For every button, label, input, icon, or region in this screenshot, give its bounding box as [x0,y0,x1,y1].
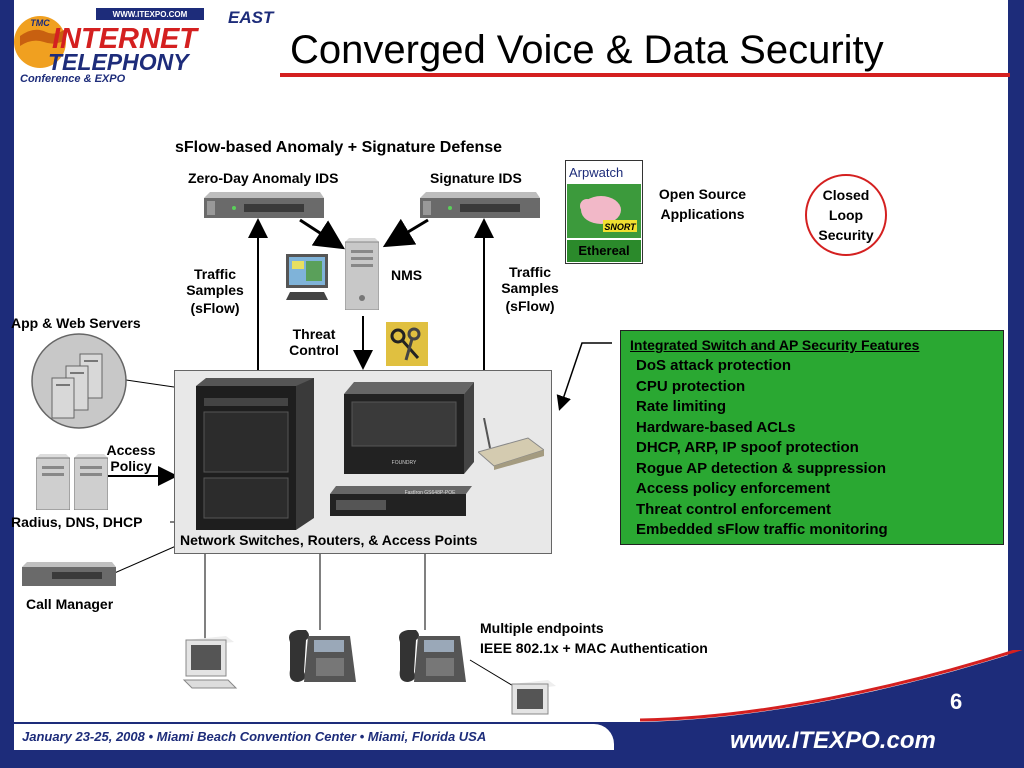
feature-item: Embedded sFlow traffic monitoring [636,521,888,538]
logo-line1: INTERNET [52,23,199,55]
security-features-box [620,330,1004,545]
threat-control-line2: Control [289,342,339,358]
endpoints-line1: Multiple endpoints [480,620,604,636]
keys-icon [386,322,428,366]
logo-url: WWW.ITEXPO.COM [113,10,188,19]
footer-wave [640,650,1024,730]
stackable-switch: FastIron GS648P-POE [330,486,472,516]
closed-loop-circle [805,174,887,256]
logo-region: EAST [228,8,275,27]
access-policy-line2: Policy [110,458,152,474]
access-policy-line1: Access [106,442,156,458]
itexpo-logo: WWW.ITEXPO.COM EAST TMC INTERNET TELEPHO… [14,8,275,84]
app-web-servers-icon [31,333,127,429]
page-number: 6 [950,689,963,714]
security-features-heading: Integrated Switch and AP Security Featur… [630,337,920,353]
traffic-right-line1: Traffic [508,264,551,280]
app-web-servers-label: App & Web Servers [11,315,141,331]
feature-item: Rate limiting [636,398,727,415]
snort-label: SNORT [604,222,637,232]
logo-line2: TELEPHONY [48,49,191,75]
foundry-label: FOUNDRY [392,460,417,466]
feature-item: Threat control enforcement [636,500,832,518]
zero-day-ids-label: Zero-Day Anomaly IDS [188,170,339,186]
nms-server-tower-icon [345,238,379,310]
radius-dns-dhcp-label: Radius, DNS, DHCP [11,514,143,530]
logo-badge: TMC [30,18,50,28]
logo-line3: Conference & EXPO [20,73,126,84]
pc-endpoint-icon-2 [511,680,556,715]
signature-ids-label: Signature IDS [430,170,522,186]
footer-text: January 23-25, 2008 • Miami Beach Conven… [22,729,487,744]
traffic-left-line3: (sFlow) [190,300,240,316]
closed-loop-line1: Closed [822,187,870,203]
zero-day-ids-server [204,192,324,218]
footer-strip [14,724,614,750]
signature-ids-server [420,192,540,218]
footer-url[interactable]: www.ITEXPO.com [730,727,936,754]
feature-item: DoS attack protection [636,357,792,374]
open-source-line2: Applications [660,206,745,222]
page-title: Converged Voice & Data Security [290,28,884,72]
feature-item: DHCP, ARP, IP spoof protection [636,439,859,456]
zero-day-to-nms-arrow [299,218,346,250]
nms-label: NMS [391,267,423,283]
title-rule [280,73,1010,77]
equipment-caption: Network Switches, Routers, & Access Poin… [180,532,478,548]
traffic-left-line1: Traffic [193,266,236,282]
nms-monitor-icon [286,254,328,300]
access-point-icon [478,418,544,470]
call-manager-server [22,562,116,586]
radius-server-icon-1 [36,454,70,510]
call-manager-label: Call Manager [26,596,114,612]
radius-server-icon-2 [74,454,108,510]
feature-item: Access policy enforcement [636,480,831,497]
feature-item: Hardware-based ACLs [636,418,796,436]
arpwatch-label: Arpwatch [569,165,624,180]
closed-loop-line3: Security [818,227,874,243]
switch-model-label: FastIron GS648P-POE [405,490,457,496]
ethereal-label: Ethereal [567,240,641,262]
signature-to-nms-arrow [382,218,429,248]
traffic-right-line2: Samples [501,280,559,296]
security-features-list: DoS attack protection CPU protection Rat… [636,356,888,541]
open-source-line1: Open Source [658,186,747,202]
chassis-switch-medium: FOUNDRY [344,382,474,474]
feature-item: CPU protection [636,377,746,395]
snort-pig-icon: SNORT [567,184,641,238]
endpoints-line2: IEEE 802.1x + MAC Authentication [480,640,708,656]
pc-endpoint-icon [182,636,238,689]
traffic-right-line3: (sFlow) [505,298,555,314]
closed-loop-line2: Loop [828,207,864,223]
slide-left-border [0,0,14,768]
feature-item: Rogue AP detection & suppression [636,459,887,477]
ip-phone-icon-1 [289,630,356,682]
threat-control-line1: Threat [292,326,336,342]
ip-phone-icon-2 [399,630,466,682]
features-pointer-arrow [556,342,612,411]
slide-right-border [1008,0,1024,768]
chassis-switch-large [196,378,314,530]
traffic-left-line2: Samples [186,282,244,298]
diagram-heading: sFlow-based Anomaly + Signature Defense [175,139,503,156]
